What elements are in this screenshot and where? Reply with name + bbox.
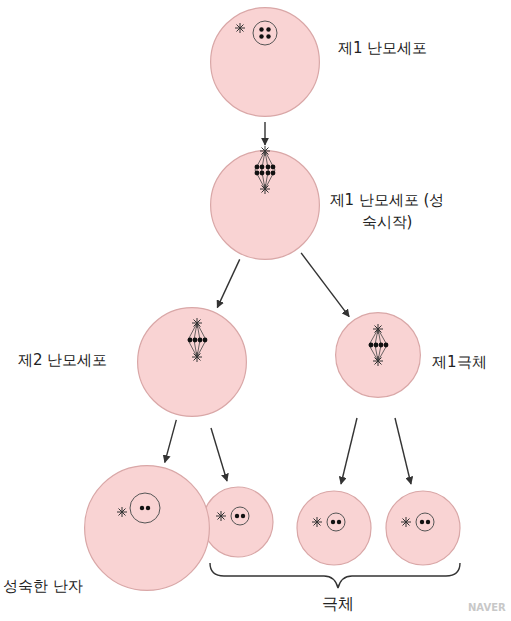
group-label: 극체 bbox=[322, 594, 354, 615]
cell-circle: 제1극체 bbox=[335, 312, 421, 398]
cell-label: 제2 난모세포 bbox=[18, 350, 107, 372]
cell-outline bbox=[137, 307, 247, 417]
arrow bbox=[217, 259, 239, 307]
cell-outline bbox=[335, 312, 421, 398]
cell-label: 성숙한 난자 bbox=[3, 576, 83, 598]
cell-label: 제1 난모세포 bbox=[338, 38, 427, 60]
cell-circle: 제2 난모세포 bbox=[137, 307, 247, 417]
cell-circle: 제1 난모세포 (성숙시작) bbox=[210, 150, 320, 260]
cell-outline bbox=[84, 465, 210, 591]
cell-outline bbox=[210, 150, 320, 260]
arrow bbox=[264, 122, 265, 145]
cell-label: 제1 난모세포 (성숙시작) bbox=[326, 190, 448, 234]
arrow bbox=[165, 420, 177, 462]
arrow bbox=[301, 253, 349, 317]
cell-circle: 제1 난모세포 bbox=[210, 7, 320, 117]
watermark: NAVER bbox=[468, 602, 506, 613]
cell-label: 제1극체 bbox=[432, 352, 487, 374]
cell-outline bbox=[210, 7, 320, 117]
cell-circle: 성숙한 난자 bbox=[84, 465, 210, 591]
